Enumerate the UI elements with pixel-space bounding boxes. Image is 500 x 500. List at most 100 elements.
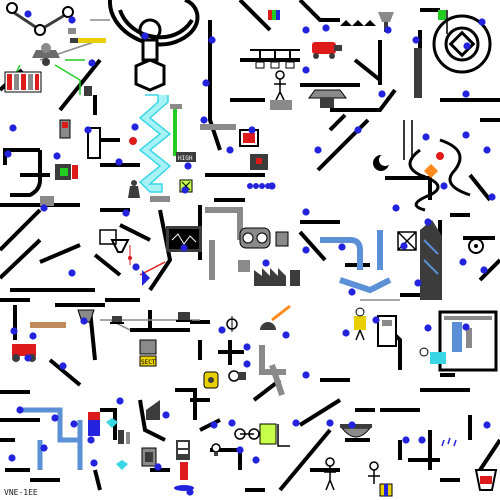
- marble[interactable]: [59, 362, 67, 370]
- marble[interactable]: [302, 246, 310, 254]
- target-circle[interactable]: [226, 316, 238, 332]
- marble[interactable]: [440, 182, 448, 190]
- marble[interactable]: [132, 263, 140, 271]
- marble[interactable]: [348, 421, 356, 429]
- marble[interactable]: [186, 488, 194, 496]
- marble[interactable]: [131, 123, 139, 131]
- marble[interactable]: [40, 204, 48, 212]
- marble[interactable]: [414, 279, 422, 287]
- marble[interactable]: [314, 146, 322, 154]
- marble[interactable]: [181, 186, 189, 194]
- marble[interactable]: [462, 131, 470, 139]
- tool-set: [118, 430, 130, 444]
- marble[interactable]: [402, 436, 410, 444]
- marble[interactable]: [412, 36, 420, 44]
- marble[interactable]: [24, 10, 32, 18]
- marble[interactable]: [478, 18, 486, 26]
- marble[interactable]: [29, 332, 37, 340]
- marble[interactable]: [302, 26, 310, 34]
- marble[interactable]: [282, 331, 290, 339]
- footer-caption: VNE-1EE: [4, 488, 38, 497]
- bellows-pump[interactable]: [174, 440, 194, 491]
- marble[interactable]: [141, 32, 149, 40]
- marble[interactable]: [51, 414, 59, 422]
- marble[interactable]: [87, 436, 95, 444]
- marble[interactable]: [90, 459, 98, 467]
- marble[interactable]: [384, 26, 392, 34]
- orange-bat[interactable]: [271, 304, 291, 322]
- marble[interactable]: [392, 204, 400, 212]
- marble[interactable]: [243, 360, 251, 368]
- marble[interactable]: [400, 242, 408, 250]
- marble[interactable]: [200, 116, 208, 124]
- marbles-layer: [4, 10, 496, 496]
- marble[interactable]: [10, 327, 18, 335]
- marble[interactable]: [268, 182, 276, 190]
- marble[interactable]: [462, 90, 470, 98]
- red-tractor: [12, 344, 36, 362]
- marble[interactable]: [9, 124, 17, 132]
- marble[interactable]: [40, 444, 48, 452]
- lime-tank: [259, 423, 290, 447]
- marble[interactable]: [53, 152, 61, 160]
- marble[interactable]: [302, 371, 310, 379]
- marble[interactable]: [488, 193, 496, 201]
- marble[interactable]: [80, 317, 88, 325]
- bicycle: [234, 428, 260, 440]
- marble[interactable]: [252, 456, 260, 464]
- marble[interactable]: [326, 419, 334, 427]
- marble[interactable]: [180, 244, 188, 252]
- marble[interactable]: [202, 79, 210, 87]
- marble[interactable]: [24, 354, 32, 362]
- marble[interactable]: [462, 323, 470, 331]
- marble[interactable]: [218, 326, 226, 334]
- marble[interactable]: [184, 162, 192, 170]
- marble[interactable]: [88, 59, 96, 67]
- marble[interactable]: [228, 419, 236, 427]
- marble[interactable]: [154, 463, 162, 471]
- marble[interactable]: [248, 126, 256, 134]
- marble[interactable]: [122, 209, 130, 217]
- marble[interactable]: [302, 208, 310, 216]
- marble[interactable]: [302, 66, 310, 74]
- red-gem: [129, 137, 137, 145]
- marble[interactable]: [483, 146, 491, 154]
- zigzag-glass-tube: [138, 94, 172, 193]
- marble[interactable]: [8, 454, 16, 462]
- marble[interactable]: [378, 90, 386, 98]
- marble[interactable]: [372, 316, 380, 324]
- switch-box[interactable]: [84, 86, 92, 96]
- marble[interactable]: [115, 158, 123, 166]
- marble[interactable]: [236, 446, 244, 454]
- marble[interactable]: [70, 420, 78, 428]
- marble[interactable]: [418, 436, 426, 444]
- marble[interactable]: [292, 419, 300, 427]
- yellow-lamp[interactable]: [203, 371, 219, 389]
- marble[interactable]: [338, 243, 346, 251]
- marble[interactable]: [226, 146, 234, 154]
- marble[interactable]: [422, 133, 430, 141]
- marble[interactable]: [424, 218, 432, 226]
- marble[interactable]: [480, 266, 488, 274]
- marble[interactable]: [262, 259, 270, 267]
- marble[interactable]: [424, 324, 432, 332]
- grey-pipe-s: [259, 345, 286, 396]
- marble[interactable]: [459, 258, 467, 266]
- marble[interactable]: [208, 36, 216, 44]
- marble[interactable]: [68, 269, 76, 277]
- marble[interactable]: [354, 126, 362, 134]
- marble[interactable]: [463, 42, 471, 50]
- marble[interactable]: [16, 406, 24, 414]
- marble[interactable]: [4, 150, 12, 158]
- marble[interactable]: [162, 411, 170, 419]
- marble[interactable]: [116, 397, 124, 405]
- marble[interactable]: [342, 329, 350, 337]
- marble[interactable]: [483, 421, 491, 429]
- stick-figure-1: [274, 70, 286, 101]
- marble[interactable]: [68, 16, 76, 24]
- marble[interactable]: [322, 24, 330, 32]
- marble[interactable]: [243, 343, 251, 351]
- marble[interactable]: [84, 126, 92, 134]
- marble[interactable]: [348, 288, 356, 296]
- marble[interactable]: [210, 421, 218, 429]
